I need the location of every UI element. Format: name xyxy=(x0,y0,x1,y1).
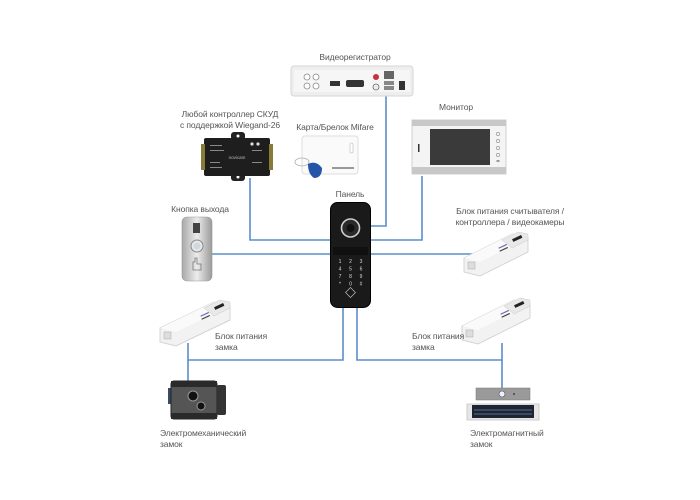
em-lock-device xyxy=(168,380,226,420)
em-lock-label-line1: Электромеханический xyxy=(160,428,247,438)
psu-lock-left-device xyxy=(159,299,231,347)
psu-lock-right-label: Блок питания замка xyxy=(412,331,482,353)
psu-reader-label: Блок питания считывателя / контроллера /… xyxy=(452,206,568,228)
controller-label-line2: с поддержкой Wiegand-26 xyxy=(180,120,280,130)
psu-lock-right-label-line2: замка xyxy=(412,342,435,352)
mag-lock-device xyxy=(466,387,540,421)
psu-lock-right-label-line1: Блок питания xyxy=(412,331,465,341)
nvr-device xyxy=(290,65,414,97)
wire-panel-nvr xyxy=(370,96,387,227)
keypad-key: 7 xyxy=(339,274,342,280)
keypad-key: 1 xyxy=(339,259,342,265)
psu-reader-label-line2: контроллера / видеокамеры xyxy=(455,217,565,227)
keypad-key: # xyxy=(360,282,363,288)
keypad-key: 8 xyxy=(349,274,352,280)
monitor-label: Монитор xyxy=(439,102,473,112)
wire-panel-psu-lock-right xyxy=(356,307,503,361)
psu-lock-left-label-line1: Блок питания xyxy=(215,331,268,341)
psu-lock-right-device xyxy=(461,297,531,345)
keypad-key: 4 xyxy=(339,267,342,273)
controller-label: Любой контроллер СКУД с поддержкой Wiega… xyxy=(172,109,288,131)
em-lock-label: Электромеханический замок xyxy=(160,428,260,450)
keypad-key: 3 xyxy=(360,259,363,265)
card-label: Карта/Брелок Mifare xyxy=(296,122,374,132)
keypad-key: 0 xyxy=(349,282,352,288)
wire-panel-controller xyxy=(249,178,330,241)
mag-lock-label-line1: Электромагнитный xyxy=(470,428,544,438)
psu-reader-device xyxy=(463,231,529,277)
wire-panel-psu-lock-left xyxy=(187,307,344,361)
monitor-device xyxy=(411,119,507,175)
keypad-key: 5 xyxy=(349,267,352,273)
mag-lock-label-line2: замок xyxy=(470,439,493,449)
psu-lock-left-label: Блок питания замка xyxy=(215,331,285,353)
em-lock-label-line2: замок xyxy=(160,439,183,449)
mag-lock-label: Электромагнитный замок xyxy=(470,428,570,450)
panel-device: 1 2 3 4 5 6 7 8 9 * 0 # xyxy=(330,202,371,308)
controller-brand: novicam xyxy=(229,155,246,160)
wire-panel-monitor xyxy=(370,176,423,241)
keypad-key: * xyxy=(339,282,341,288)
nvr-label: Видеорегистратор xyxy=(319,52,391,62)
keypad-key: 9 xyxy=(360,274,363,280)
psu-reader-label-line1: Блок питания считывателя / xyxy=(456,206,564,216)
exit-button-label: Кнопка выхода xyxy=(171,204,229,214)
panel-label: Панель xyxy=(335,189,365,199)
controller-device: novicam xyxy=(201,132,273,181)
keypad-key: 2 xyxy=(349,259,352,265)
exit-button-device xyxy=(181,216,213,282)
card-fob-device xyxy=(294,135,359,178)
psu-lock-left-label-line2: замка xyxy=(215,342,238,352)
keypad-key: 6 xyxy=(360,267,363,273)
controller-label-line1: Любой контроллер СКУД xyxy=(181,109,279,119)
